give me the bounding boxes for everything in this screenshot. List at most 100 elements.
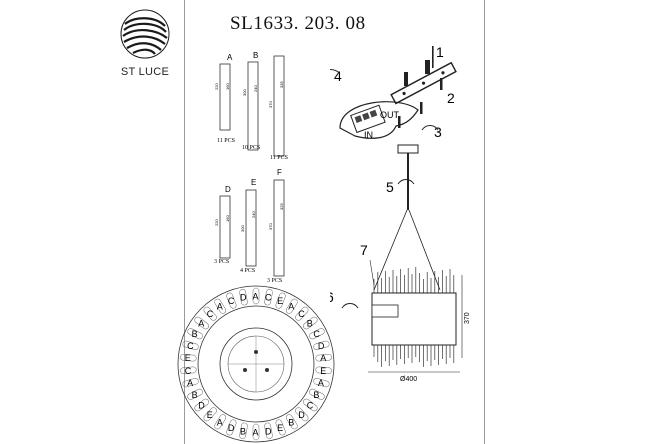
ring-rod (187, 328, 203, 340)
step-6-label: 6 (330, 289, 334, 305)
ring-letter: A (198, 319, 204, 329)
rod-b-qty: 10 PCS (242, 145, 260, 151)
ring-letter: D (265, 426, 272, 436)
width-dimension-label: Ø400 (400, 376, 417, 383)
ring-rod (275, 419, 286, 436)
out-label: OUT (380, 110, 400, 120)
rod-a-dim-2: 160 (225, 83, 230, 90)
step-7-label: 7 (360, 242, 368, 258)
ring-rod (275, 292, 286, 309)
ring-letter: C (307, 401, 314, 411)
rod-e-dim-2: 240 (251, 211, 256, 218)
crystal-rods-parts-list: A 220 160 11 PCS B 300 240 10 PCS C 370 … (214, 50, 288, 284)
ring-rod (315, 353, 332, 362)
ring-rod (264, 422, 273, 439)
ring-letter: E (277, 296, 283, 306)
ring-letter: B (313, 390, 319, 400)
ring-letter: E (277, 423, 283, 433)
lamp-holder (371, 304, 399, 318)
sheet-border-left (184, 0, 185, 444)
ring-rod (203, 407, 217, 422)
ring-rod (182, 340, 199, 351)
ring-letter: A (318, 378, 324, 388)
height-dimension-label: 370 (464, 312, 470, 324)
rotate-arrow-5-icon (397, 179, 415, 185)
ring-letter: C (298, 309, 305, 319)
rod-b-letter: B (253, 51, 258, 60)
ring-rod (252, 287, 260, 305)
ring-letter: A (253, 428, 259, 438)
ring-rod (303, 398, 318, 412)
brand-name: ST LUCE (120, 66, 170, 78)
step-4-label: 4 (334, 68, 342, 84)
ring-outer (177, 285, 335, 443)
rod-c-dim-1: 370 (268, 101, 273, 108)
ring-letter: B (307, 319, 313, 329)
sheet-border-right (484, 0, 485, 444)
mount-hole-2 (243, 368, 247, 372)
ring-rod (180, 366, 197, 375)
ring-rod (194, 398, 209, 412)
ring-rod (239, 289, 248, 306)
ring-rod (295, 306, 309, 321)
ring-letter: A (217, 302, 223, 312)
rod-c-qty: 11 PCS (270, 155, 288, 161)
ring-rod (309, 328, 325, 340)
ring-letter: A (253, 292, 259, 302)
rod-c-letter: C (278, 50, 284, 52)
ring-rod (252, 423, 260, 441)
ring-letter: E (320, 366, 326, 376)
rod-b-dim-2: 240 (253, 85, 258, 92)
cable-line-left (373, 209, 408, 291)
rod-d-qty: 3 PCS (214, 259, 229, 265)
rod-d-dim-2: 160 (225, 215, 230, 222)
assembly-diagram: OUT IN 1 2 3 4 5 6 7 Ø400 370 (330, 44, 470, 383)
ring-rod (285, 414, 298, 430)
ring-rod (313, 340, 330, 351)
ring-rod (203, 306, 217, 321)
rod-f-body (273, 179, 285, 277)
ring-letter: A (217, 417, 223, 427)
rod-c-body (273, 55, 285, 157)
ring-letter: D (228, 423, 235, 433)
ring-letter: D (198, 401, 205, 411)
rod-f-dim-1: 370 (268, 223, 273, 230)
ring-rod (239, 422, 248, 439)
ring-rod (226, 419, 237, 436)
mounting-bracket (390, 61, 457, 105)
ring-letter: C (313, 329, 320, 339)
ring-rod (295, 407, 309, 422)
ring-rod (194, 316, 209, 330)
rotate-arrow-3-icon (421, 125, 439, 131)
canopy (397, 144, 419, 154)
step-7-pointer (369, 259, 375, 286)
ring-letter: C (185, 366, 192, 376)
ring-letter: C (265, 293, 272, 303)
rod-f-letter: F (277, 168, 282, 177)
ring-letter: B (192, 329, 198, 339)
ring-rod (180, 353, 197, 362)
ring-letter: D (298, 410, 305, 420)
rod-b-body (247, 61, 259, 151)
rod-a-qty: 11 PCS (217, 138, 235, 144)
crystal-rods-upper (373, 267, 455, 293)
ring-rod (226, 292, 237, 309)
ring-letter: D (318, 341, 325, 351)
ring-letter: A (288, 302, 294, 312)
callout-bubble (339, 101, 419, 139)
ring-letter: B (192, 390, 198, 400)
rod-d-dim-1: 220 (214, 219, 219, 226)
ring-rod (182, 377, 199, 388)
rod-f-dim-2: 325 (279, 203, 284, 210)
rod-c-dim-2: 335 (279, 81, 284, 88)
in-label: IN (364, 130, 373, 140)
brand-logo-mark (120, 9, 170, 59)
ring-letter: E (185, 353, 191, 363)
ring-rod (214, 298, 227, 314)
rod-e-letter: E (251, 178, 256, 187)
mount-hole-1 (254, 350, 258, 354)
screw-group (398, 46, 443, 128)
